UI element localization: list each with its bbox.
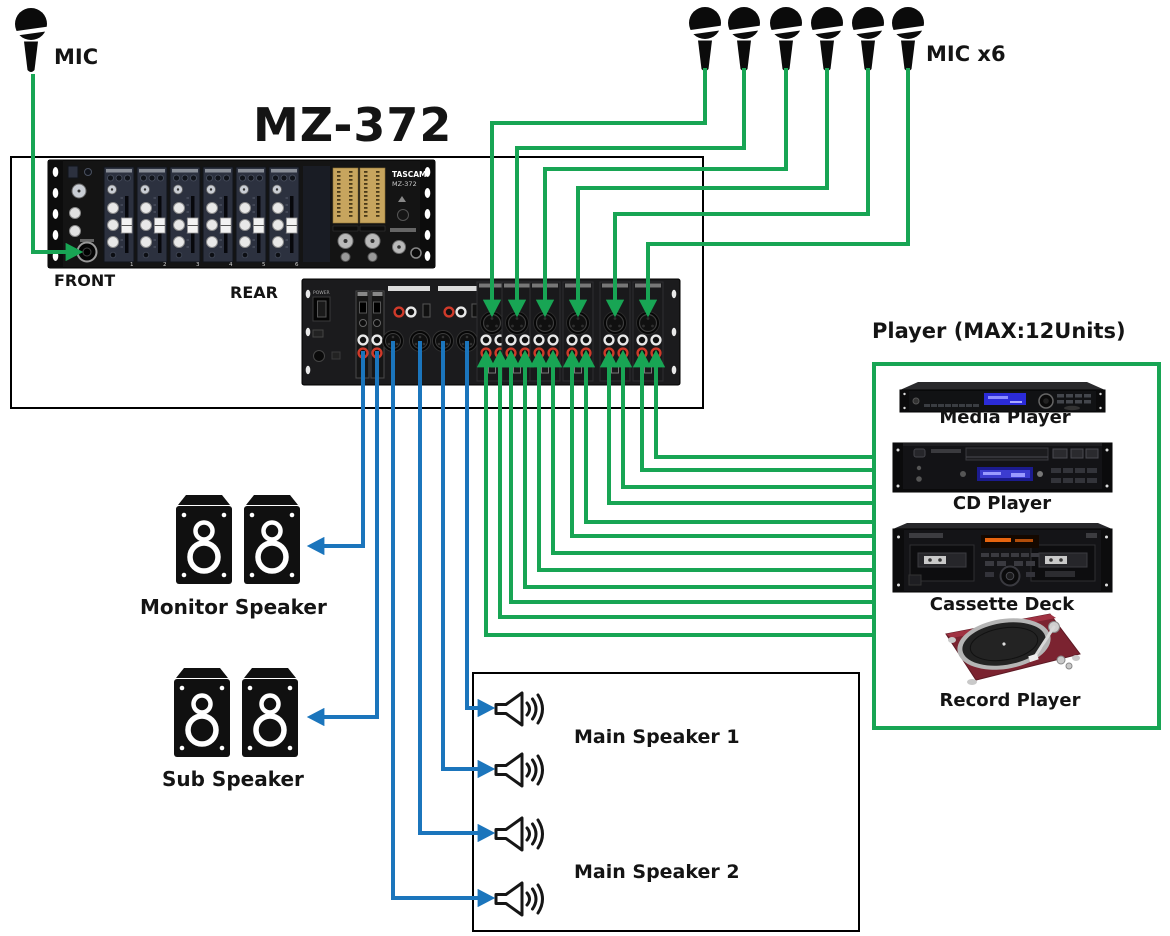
main-speaker-box [472,672,860,932]
vu-meters [303,166,386,262]
main-speaker-horn-icon [494,816,544,852]
microphone-icon [767,7,805,71]
front-channel-strip [268,166,300,263]
mic-cable [638,68,910,318]
cd-player-label: CD Player [952,493,1052,514]
front-channel-strip [235,166,267,263]
mixer-outline-box [10,156,704,409]
player-cables [476,349,873,637]
main-speaker-horn-icon [494,691,544,727]
mic-cable [535,68,788,318]
monitor-speaker-icon [244,495,300,584]
mic-cable [605,68,870,318]
channel-number: 5 [262,262,266,268]
front-label: FRONT [54,271,116,290]
diagram-title: MZ-372 [253,98,453,152]
cassette-deck-image [892,523,1113,593]
main-speaker-cable [391,341,496,908]
player-cable [543,349,873,555]
rear-power-label: POWER [313,290,330,296]
player-cable [490,349,873,619]
player-cable [632,349,873,472]
microphone-icon [889,7,927,71]
monitor-speaker-cable [306,351,365,556]
cassette-deck-label: Cassette Deck [929,594,1075,615]
main-speaker-horn-icon [494,881,544,917]
channel-number: 6 [295,262,299,268]
player-cable [576,349,873,524]
front-channel-strip [136,166,168,263]
mic-x6-label: MIC x6 [926,42,1006,66]
player-cable [515,349,873,589]
main-speaker-1-label: Main Speaker 1 [574,726,740,748]
monitor-speaker-icon [176,495,232,584]
main-speaker-horn-icon [494,752,544,788]
media-player-label: Media Player [939,407,1071,428]
monitor-speaker-label: Monitor Speaker [140,595,327,619]
microphone-icon [686,7,724,71]
mic-cables [31,68,910,318]
microphone-icon [12,8,50,72]
sub-speaker-cable [306,351,379,727]
mic-cable [568,68,829,318]
main-speaker-cable [465,341,496,718]
player-section-title: Player (MAX:12Units) [872,319,1126,343]
front-model-text: MZ-372 [392,180,417,188]
front-channel-strip [103,166,135,263]
microphone-icon [725,7,763,71]
record-player-label: Record Player [939,690,1081,711]
microphone-icon [849,7,887,71]
rear-label: REAR [230,283,278,302]
record-player-image [945,613,1081,685]
cd-player-image [892,442,1113,493]
front-brand-text: TASCAM [392,170,427,179]
player-cable [529,349,873,572]
main-speaker-cable [418,341,496,843]
channel-number: 3 [196,262,200,268]
channel-number: 1 [130,262,134,268]
player-cable [646,349,873,459]
main-speaker-cable [441,341,496,779]
player-cable [562,349,873,538]
mic-cable [507,68,746,318]
player-cable [476,349,873,637]
sub-speaker-label: Sub Speaker [162,767,304,791]
front-channel-strip [202,166,234,263]
front-mic-label: MIC [54,45,99,69]
microphone-icon [808,7,846,71]
front-channel-strip [169,166,201,263]
front-brand-section: TASCAM MZ-372 [390,170,427,259]
player-cable [501,349,873,604]
player-cable [613,349,873,489]
sub-speaker-icon [174,668,230,757]
media-player-image [899,382,1106,413]
player-box [872,362,1161,730]
channel-number: 2 [163,262,167,268]
channel-number: 4 [229,262,233,268]
mixer-front-panel: 1 2 3 4 5 6 [47,159,436,269]
sub-speaker-icon [242,668,298,757]
front-mic-cable [31,74,84,262]
player-cable [599,349,873,505]
speaker-cables [306,341,496,908]
main-speaker-2-label: Main Speaker 2 [574,861,740,883]
mic-cable [482,68,707,318]
